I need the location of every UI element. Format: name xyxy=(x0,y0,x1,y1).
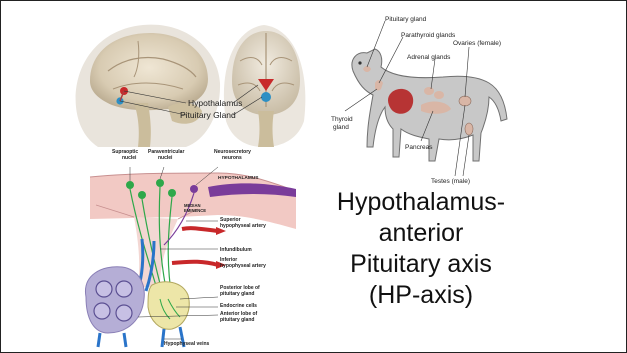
hp-axis-diagram: HYPOTHALAMUS xyxy=(68,149,296,352)
label-neurosecretory-2: neurons xyxy=(222,155,242,161)
label-dog-pituitary: Pituitary gland xyxy=(385,16,427,23)
inferior-artery xyxy=(172,262,218,265)
dog-testes xyxy=(465,123,473,135)
label-dog-ovaries: Ovaries (female) xyxy=(453,40,501,47)
front-pituitary xyxy=(261,92,271,102)
label-dog-thyroid-2: gland xyxy=(333,124,349,131)
label-dog-pancreas: Pancreas xyxy=(405,144,433,151)
label-dog-parathyroid: Parathyroid glands xyxy=(401,32,456,39)
label-hypothalamus: Hypothalamus xyxy=(188,98,242,108)
label-anterior-2: pituitary gland xyxy=(220,317,254,323)
label-dog-testes: Testes (male) xyxy=(431,178,470,185)
label-hp-hypothalamus: HYPOTHALAMUS xyxy=(218,175,259,181)
dog-adrenal-left xyxy=(424,87,434,95)
label-endocrine: Endocrine cells xyxy=(220,303,257,309)
title-line-2: anterior xyxy=(301,218,541,249)
hypothalamus-band xyxy=(90,173,296,229)
dog-ovary xyxy=(459,96,471,106)
label-veins: Hypophyseal veins xyxy=(164,341,210,347)
label-supraoptic-2: nuclei xyxy=(122,155,137,161)
title-line-3: Pituitary axis xyxy=(301,249,541,280)
label-paraventricular-2: nuclei xyxy=(158,155,173,161)
label-sup-artery-2: hypophyseal artery xyxy=(220,223,266,229)
title-line-4: (HP-axis) xyxy=(301,280,541,311)
anterior-lobe xyxy=(85,267,144,333)
brain-illustration: Hypothalamus Pituitary Gland xyxy=(68,11,313,149)
dog-endocrine-illustration: Pituitary gland Parathyroid glands Ovari… xyxy=(323,11,511,193)
superior-artery xyxy=(182,228,218,231)
label-infundibulum: Infundibulum xyxy=(220,247,252,253)
label-inf-artery-2: hypophyseal artery xyxy=(220,263,266,269)
slide-title: Hypothalamus- anterior Pituitary axis (H… xyxy=(301,187,541,311)
label-dog-adrenal: Adrenal glands xyxy=(407,54,451,61)
label-median-2: EMINENCE xyxy=(184,208,206,213)
label-pituitary-gland: Pituitary Gland xyxy=(180,110,236,120)
title-line-1: Hypothalamus- xyxy=(301,187,541,218)
dog-adrenal-right xyxy=(434,91,444,99)
posterior-lobe xyxy=(148,282,189,329)
front-brainstem xyxy=(258,111,274,147)
label-posterior-2: pituitary gland xyxy=(220,291,254,297)
label-dog-thyroid-1: Thyroid xyxy=(331,116,353,123)
